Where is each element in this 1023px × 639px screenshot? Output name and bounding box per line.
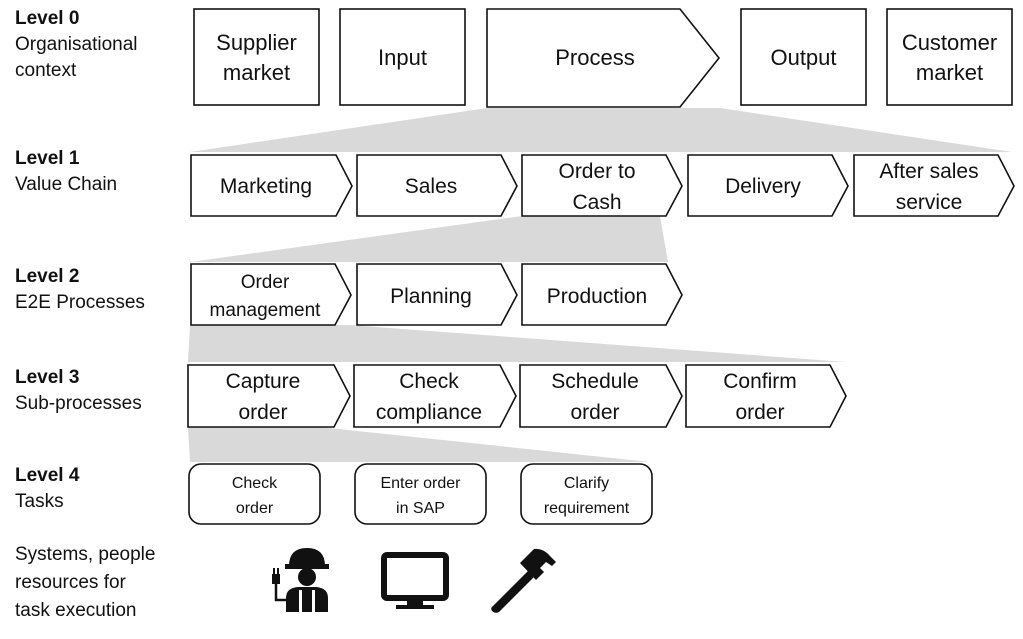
delivery-label: Delivery: [725, 175, 801, 198]
output-label: Output: [770, 45, 836, 70]
input-label: Input: [378, 45, 427, 70]
production-label: Production: [547, 285, 647, 308]
hammer-icon: [491, 548, 556, 613]
customer-market-line-2: market: [916, 60, 983, 85]
level1-marketing-chevron: Marketing: [190, 154, 353, 217]
level1-sales-chevron: Sales: [356, 154, 518, 217]
level3-schedule-order-chevron: Schedule order: [519, 364, 683, 428]
order-to-cash-line-2: Cash: [572, 191, 621, 214]
level4-enter-order-sap-task: Enter order in SAP: [354, 463, 487, 525]
level3-capture-order-chevron: Capture order: [187, 364, 351, 428]
zoom-connector-level0-to-level1: [190, 108, 1012, 152]
enter-order-line-1: Enter order: [380, 475, 461, 492]
zoom-connector-level2-to-level3: [188, 325, 846, 362]
level1-order-to-cash-chevron: Order to Cash: [521, 154, 683, 217]
level-2-heading: Level 2: [15, 266, 80, 287]
level-1-heading: Level 1: [15, 148, 80, 169]
level0-customer-market-box: Customer market: [886, 8, 1013, 106]
supplier-market-line-1: Supplier: [216, 30, 297, 55]
order-management-line-1: Order: [241, 272, 290, 293]
clarify-requirement-line-1: Clarify: [564, 475, 609, 492]
zoom-connector-level3-to-level4: [188, 427, 650, 462]
level-4-subtitle: Tasks: [15, 491, 64, 512]
level1-after-sales-chevron: After sales service: [853, 154, 1015, 217]
level2-planning-chevron: Planning: [356, 263, 518, 326]
level-4-label: Level 4 Tasks: [15, 463, 79, 515]
capture-order-line-1: Capture: [226, 370, 301, 393]
process-label: Process: [555, 45, 634, 70]
level-1-label: Level 1 Value Chain: [15, 146, 117, 198]
level0-output-box: Output: [740, 8, 867, 106]
level0-supplier-market-box: Supplier market: [193, 8, 320, 106]
after-sales-line-1: After sales: [879, 160, 978, 183]
level-0-heading: Level 0: [15, 8, 80, 29]
level4-check-order-task: Check order: [188, 463, 321, 525]
order-to-cash-line-1: Order to: [558, 160, 635, 183]
level-0-label: Level 0 Organisational context: [15, 6, 138, 84]
schedule-order-line-2: order: [570, 401, 619, 424]
check-compliance-line-2: compliance: [376, 401, 482, 424]
order-management-line-2: management: [210, 300, 322, 321]
resources-label-line-2: resources for: [15, 572, 126, 593]
level-3-subtitle: Sub-processes: [15, 393, 142, 414]
level-3-heading: Level 3: [15, 367, 80, 388]
level-0-subtitle-line-2: context: [15, 60, 77, 81]
level3-confirm-order-chevron: Confirm order: [685, 364, 847, 428]
sales-label: Sales: [405, 175, 458, 198]
schedule-order-line-1: Schedule: [551, 370, 639, 393]
level3-check-compliance-chevron: Check compliance: [353, 364, 517, 428]
level-0-subtitle-line-1: Organisational: [15, 34, 138, 55]
level-4-heading: Level 4: [15, 465, 80, 486]
level2-order-management-chevron: Order management: [190, 263, 352, 326]
level-3-label: Level 3 Sub-processes: [15, 365, 142, 417]
level-1-subtitle: Value Chain: [15, 174, 118, 195]
level4-clarify-requirement-task: Clarify requirement: [520, 463, 653, 525]
worker-icon: [272, 548, 329, 612]
clarify-requirement-line-2: requirement: [544, 500, 630, 517]
resources-label-line-3: task execution: [15, 600, 137, 621]
planning-label: Planning: [390, 285, 472, 308]
capture-order-line-2: order: [238, 401, 287, 424]
enter-order-line-2: in SAP: [396, 500, 445, 517]
marketing-label: Marketing: [220, 175, 312, 198]
check-order-line-1: Check: [232, 475, 278, 492]
level0-input-box: Input: [339, 8, 466, 106]
resources-label: Systems, people resources for task execu…: [15, 541, 155, 625]
level2-production-chevron: Production: [521, 263, 683, 326]
after-sales-line-2: service: [896, 191, 963, 214]
resources-label-line-1: Systems, people: [15, 544, 156, 565]
level1-delivery-chevron: Delivery: [687, 154, 849, 217]
confirm-order-line-2: order: [735, 401, 784, 424]
check-order-line-2: order: [236, 500, 274, 517]
check-compliance-line-1: Check: [399, 370, 459, 393]
level-2-subtitle: E2E Processes: [15, 292, 145, 313]
level-2-label: Level 2 E2E Processes: [15, 264, 145, 316]
level0-process-chevron: Process: [486, 8, 721, 108]
supplier-market-line-2: market: [223, 60, 290, 85]
confirm-order-line-1: Confirm: [723, 370, 797, 393]
monitor-icon: [381, 552, 449, 609]
zoom-connector-level1-to-level2: [190, 216, 668, 262]
customer-market-line-1: Customer: [902, 30, 997, 55]
